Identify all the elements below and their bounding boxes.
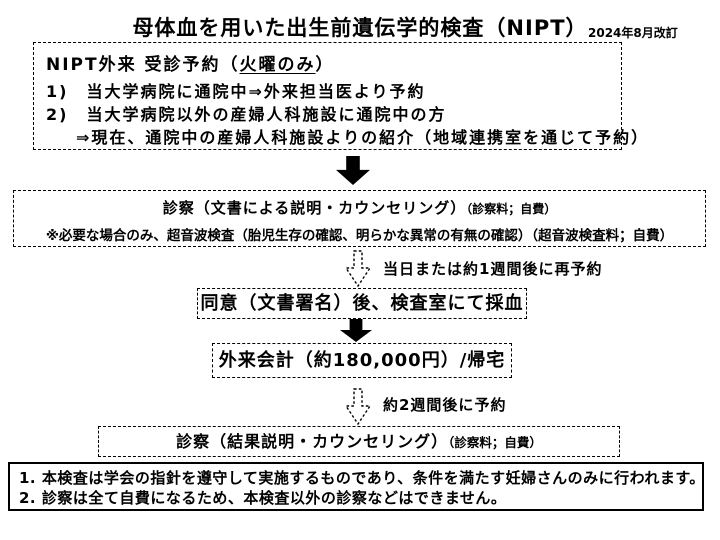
reservation-heading-suffix: ） bbox=[315, 55, 335, 75]
reservation-item-2: 2) 当大学病院以外の産婦人科施設に通院中の方 bbox=[46, 105, 447, 124]
rebook-label: 当日または約1週間後に再予約 bbox=[383, 260, 603, 278]
down-arrow-solid-icon bbox=[340, 319, 372, 342]
reservation-item-2-detail: ⇒現在、通院中の産婦人科施設よりの紹介（地域連携室を通じて予約） bbox=[76, 128, 650, 147]
reservation-heading: NIPT外来 受診予約（火曜のみ） bbox=[46, 50, 609, 75]
page-title: 母体血を用いた出生前遺伝学的検査（NIPT） bbox=[132, 16, 588, 40]
note-line-2: 2. 診察は全て自費になるため、本検査以外の診察などはできません。 bbox=[19, 489, 507, 507]
down-arrow-solid-icon bbox=[336, 156, 370, 185]
reservation-box: NIPT外来 受診予約（火曜のみ） 1) 当大学病院に通院中⇒外来担当医より予約… bbox=[33, 42, 650, 150]
note-line-1: 1. 本検査は学会の指針を遵守して実施するものであり、条件を満たす妊婦さんのみに… bbox=[19, 469, 705, 487]
result-exam-main: 診察（結果説明・カウンセリング） bbox=[176, 432, 449, 451]
result-wait-label: 約2週間後に予約 bbox=[383, 396, 507, 414]
dashed-down-arrow-icon bbox=[344, 388, 372, 430]
ultrasound-note: ※必要な場合のみ、超音波検査（胎児生存の確認、明らかな異常の有無の確認）（超音波… bbox=[45, 228, 674, 244]
payment-box: 外来会計（約180,000円）/帰宅 bbox=[212, 343, 512, 378]
dashed-down-arrow-icon bbox=[344, 250, 372, 292]
revision-date: 2024年8月改訂 bbox=[588, 26, 678, 40]
consent-box: 同意（文書署名）後、検査室にて採血 bbox=[197, 288, 527, 319]
reservation-heading-underlined: 火曜のみ bbox=[239, 55, 316, 75]
result-exam-box: 診察（結果説明・カウンセリング）（診察料；自費） bbox=[98, 426, 620, 457]
first-exam-fee-note: （診察料；自費） bbox=[466, 202, 557, 216]
first-exam-box: 診察（文書による説明・カウンセリング）（診察料；自費） ※必要な場合のみ、超音波… bbox=[13, 190, 706, 247]
reservation-item-1: 1) 当大学病院に通院中⇒外来担当医より予約 bbox=[46, 82, 426, 101]
notes-box: 1. 本検査は学会の指針を遵守して実施するものであり、条件を満たす妊婦さんのみに… bbox=[8, 462, 704, 511]
reservation-heading-prefix: NIPT外来 受診予約（ bbox=[46, 55, 240, 75]
first-exam-heading: 診察（文書による説明・カウンセリング）（診察料；自費） bbox=[14, 197, 705, 218]
first-exam-main: 診察（文書による説明・カウンセリング） bbox=[162, 199, 467, 217]
result-exam-fee-note: （診察料；自費） bbox=[448, 435, 542, 450]
